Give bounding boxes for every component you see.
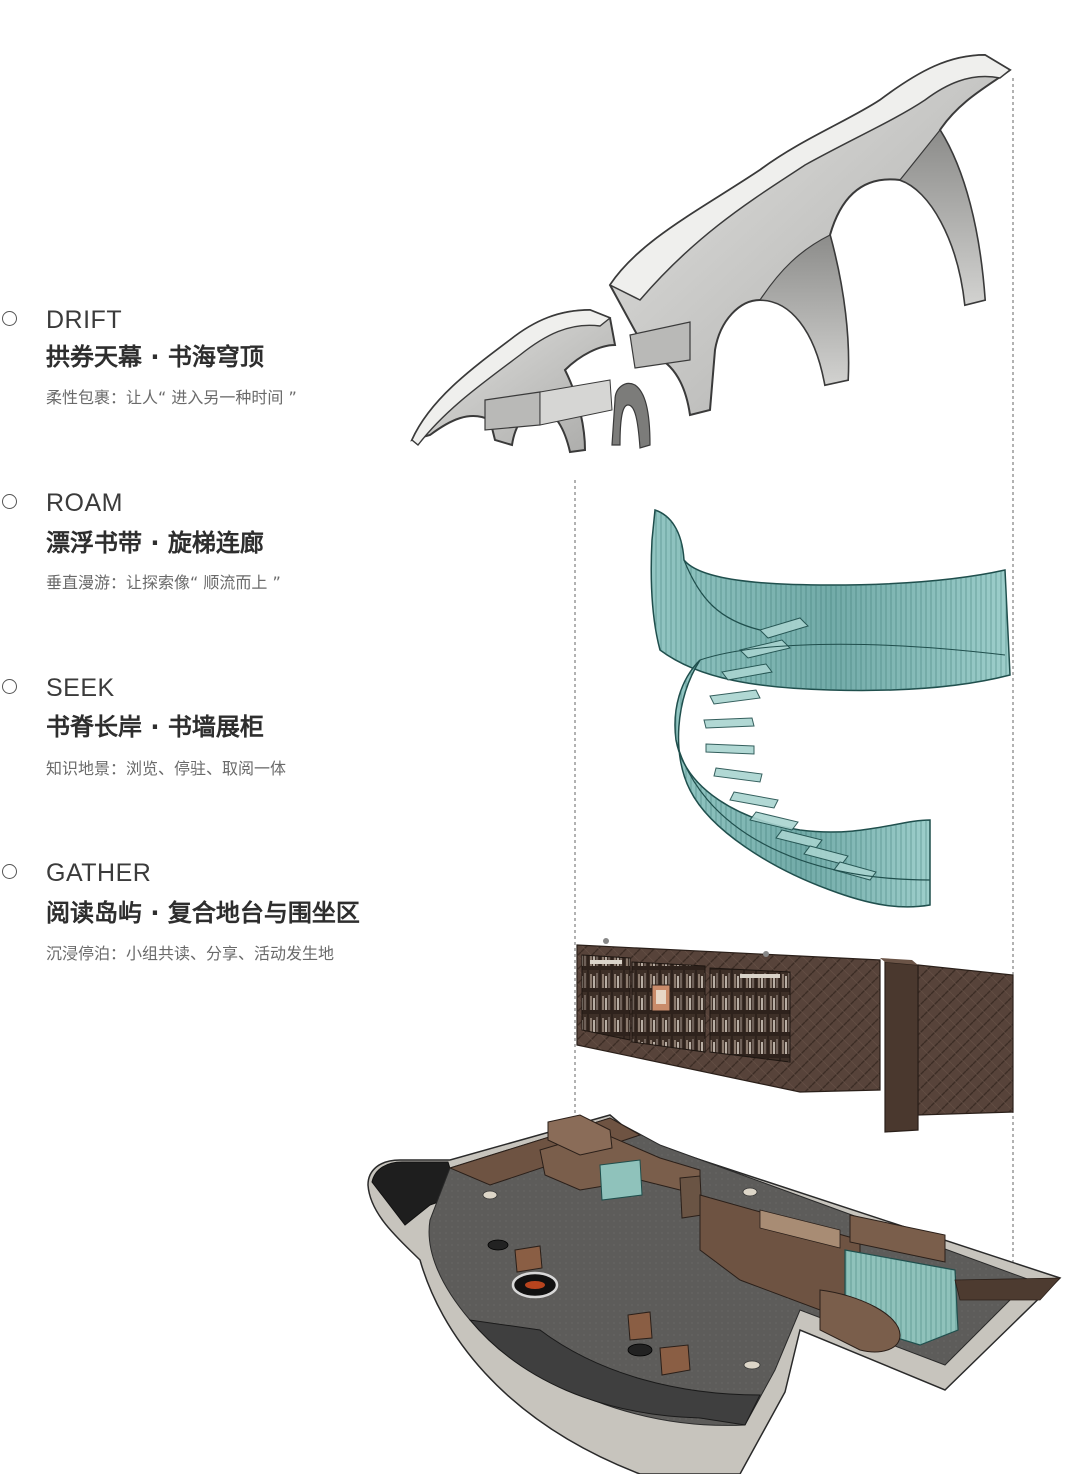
layer-key: GATHER <box>46 859 152 887</box>
layer-key: ROAM <box>46 489 123 517</box>
layer-title: 漂浮书带 · 旋梯连廊 <box>46 529 264 557</box>
layer-title: 阅读岛屿 · 复合地台与围坐区 <box>46 899 360 927</box>
circle-marker-icon <box>2 494 17 509</box>
layer-subtitle: 柔性包裹：让人“ 进入另一种时间 ” <box>46 388 297 407</box>
layer-subtitle: 沉浸停泊：小组共读、分享、活动发生地 <box>46 944 335 963</box>
book-wall-model <box>576 938 1014 1133</box>
layer-key: DRIFT <box>46 306 123 334</box>
layer-subtitle: 知识地景：浏览、停驻、取阅一体 <box>46 759 287 778</box>
layer-key: SEEK <box>46 674 115 702</box>
circle-marker-icon <box>2 864 17 879</box>
guide-lines <box>574 78 1014 1270</box>
layer-title: 书脊长岸 · 书墙展柜 <box>46 713 264 741</box>
layer-subtitle: 垂直漫游：让探索像“ 顺流而上 ” <box>46 573 281 592</box>
circle-marker-icon <box>2 679 17 694</box>
vault-ceiling-model <box>410 53 1012 454</box>
spiral-glass-stair-model <box>650 508 1011 908</box>
layer-title: 拱券天幕 · 书海穹顶 <box>46 343 264 371</box>
circle-marker-icon <box>2 311 17 326</box>
reading-platform-model <box>367 1114 1062 1474</box>
